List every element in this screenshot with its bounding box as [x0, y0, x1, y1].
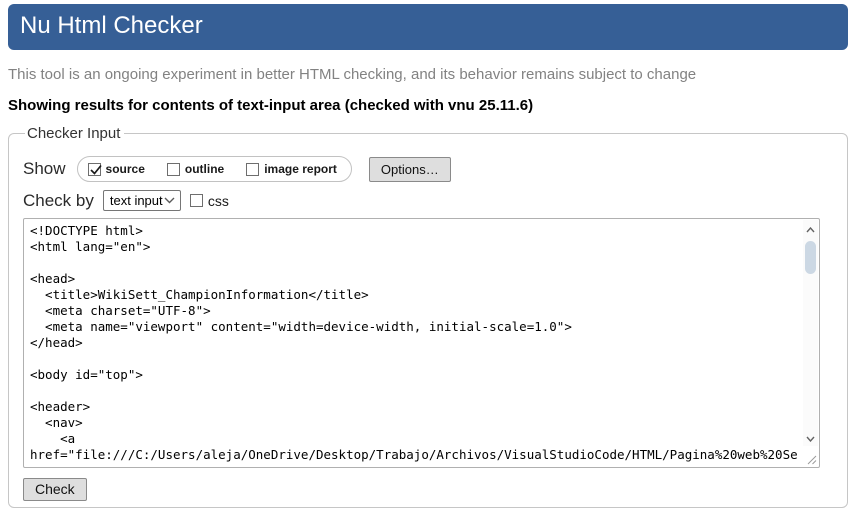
check-by-row: Check by text input css [23, 190, 833, 211]
source-checkbox[interactable] [87, 162, 102, 176]
source-checkbox-label: source [105, 162, 145, 176]
check-by-selected-value: text input [109, 193, 163, 208]
resize-grip-icon[interactable] [807, 455, 817, 465]
checker-input-fieldset: Checker Input Show source outline [8, 125, 848, 508]
show-option-outline[interactable]: outline [166, 162, 225, 176]
app-title-bar: Nu Html Checker [8, 4, 848, 50]
outline-checkbox-label: outline [184, 162, 225, 176]
check-by-label: Check by [23, 190, 94, 210]
page-title: Nu Html Checker [20, 12, 203, 39]
checker-input-legend: Checker Input [27, 125, 121, 142]
check-button-row: Check [23, 478, 833, 501]
chevron-down-icon [164, 197, 175, 204]
check-icon [89, 164, 102, 175]
scrollbar-thumb[interactable] [805, 241, 816, 274]
scroll-up-icon[interactable] [803, 222, 818, 237]
show-label: Show [23, 159, 66, 178]
textarea-scrollbar[interactable] [803, 220, 818, 446]
image-report-checkbox-label: image report [264, 162, 337, 176]
check-button[interactable]: Check [23, 478, 87, 501]
source-code-text[interactable]: <!DOCTYPE html> <html lang="en"> <head> … [30, 223, 798, 462]
css-checkbox-option[interactable]: css [189, 192, 229, 209]
css-checkbox-label: css [207, 192, 229, 209]
source-textarea[interactable]: <!DOCTYPE html> <html lang="en"> <head> … [23, 218, 820, 468]
show-row: Show source outline [23, 156, 833, 182]
intro-text: This tool is an ongoing experiment in be… [8, 66, 697, 83]
results-heading: Showing results for contents of text-inp… [8, 97, 534, 114]
check-by-select[interactable]: text input [102, 190, 181, 211]
outline-checkbox[interactable] [166, 162, 180, 176]
scroll-down-icon[interactable] [803, 431, 818, 446]
show-option-image-report[interactable]: image report [246, 162, 337, 176]
options-button[interactable]: Options… [368, 156, 451, 182]
show-option-source[interactable]: source [87, 162, 145, 176]
css-checkbox[interactable] [189, 194, 203, 207]
image-report-checkbox[interactable] [246, 162, 260, 176]
show-options-group: source outline image report [76, 156, 352, 182]
